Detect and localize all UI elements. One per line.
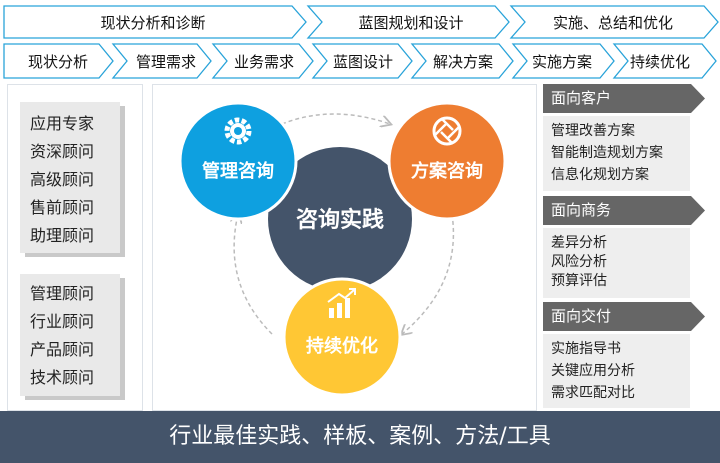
section-title: 面向客户 [551,89,612,107]
phase-label: 实施、总结和优化 [553,14,673,32]
section-title: 面向交付 [551,307,612,325]
svg-text:蓝图设计: 蓝图设计 [333,53,393,71]
section-item: 需求匹配对比 [551,385,635,401]
svg-text:业务需求: 业务需求 [234,53,294,71]
phase-arrow-implementation: 实施、总结和优化 [509,5,719,39]
step-arrow: 解决方案 [410,43,514,79]
section-body-delivery: 实施指导书 关键应用分析 需求匹配对比 [543,334,690,408]
section-item: 管理改善方案 [551,123,635,139]
svg-text:管理需求: 管理需求 [136,53,196,71]
role-item: 应用专家 [30,114,95,133]
section-item: 差异分析 [551,235,607,251]
section-item: 风险分析 [551,254,607,270]
cycle-arrow [234,214,273,335]
solution-circle [387,101,507,221]
section-body-customer: 管理改善方案 智能制造规划方案 信息化规划方案 [543,116,690,191]
section-header-delivery: 面向交付 [543,302,705,331]
step-arrow: 实施方案 [511,43,615,79]
footer-bar: 行业最佳实践、样板、案例、方法/工具 [0,411,720,463]
step-arrow: 持续优化 [612,43,717,79]
role-item: 售前顾问 [30,198,95,217]
role-item: 行业顾问 [30,312,95,331]
role-item: 技术顾问 [30,368,95,387]
role-card-senior: 应用专家 资深顾问 高级顾问 售前顾问 助理顾问 [20,102,120,253]
gear-icon [224,117,252,145]
consulting-diagram: 咨询实践 管理咨询 方案咨询 持续优化 [178,101,507,397]
svg-text:解决方案: 解决方案 [433,53,493,71]
bar-chart-growth-icon [327,288,356,318]
phase-arrow-planning: 蓝图规划和设计 [306,5,510,39]
role-item: 产品顾问 [30,340,95,359]
phase-arrow-analysis: 现状分析和诊断 [3,5,307,39]
phase-label: 蓝图规划和设计 [358,14,463,32]
section-body-business: 差异分析 风险分析 预算评估 [543,228,690,298]
cycle-arrow [402,213,455,334]
center-label: 咨询实践 [296,207,384,233]
step-arrow: 管理需求 [111,43,212,79]
step-arrow: 蓝图设计 [311,43,413,79]
process-flow: 现状分析和诊断 蓝图规划和设计 实施、总结和优化 现状分析 管理需求 业务需求 … [3,5,719,79]
section-header-business: 面向商务 [543,196,705,225]
svg-text:现状分析: 现状分析 [28,53,88,71]
solution-label: 方案咨询 [411,160,483,182]
center-circle [268,147,412,291]
aperture-icon [432,116,462,146]
cycle-arrow [281,113,390,124]
phase-label: 现状分析和诊断 [100,14,205,32]
optimization-label: 持续优化 [306,335,378,357]
footer-label: 行业最佳实践、样板、案例、方法/工具 [169,424,551,449]
role-item: 资深顾问 [30,142,95,161]
svg-text:持续优化: 持续优化 [630,53,690,71]
role-card-domain: 管理顾问 行业顾问 产品顾问 技术顾问 [20,274,120,396]
section-item: 关键应用分析 [551,363,635,379]
role-item: 管理顾问 [30,284,95,303]
section-item: 智能制造规划方案 [551,145,663,161]
section-title: 面向商务 [551,201,612,219]
role-item: 高级顾问 [30,170,95,189]
step-arrow: 业务需求 [211,43,314,79]
svg-text:实施方案: 实施方案 [532,53,592,71]
optimization-circle [282,277,402,397]
section-header-customer: 面向客户 [543,84,705,113]
step-arrow: 现状分析 [3,43,114,79]
management-circle [178,101,298,221]
role-item: 助理顾问 [30,226,95,245]
management-label: 管理咨询 [202,160,274,182]
section-item: 预算评估 [551,273,607,289]
section-item: 信息化规划方案 [551,167,649,183]
section-item: 实施指导书 [551,341,621,357]
